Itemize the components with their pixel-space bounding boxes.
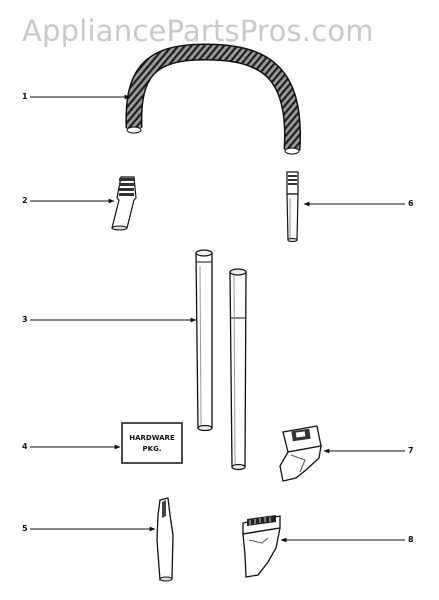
hardware-label-line2: PKG. bbox=[143, 445, 162, 453]
upholstery-nozzle bbox=[279, 425, 322, 482]
hardware-package: HARDWARE PKG. bbox=[121, 422, 183, 464]
callout-8: 8 bbox=[408, 535, 414, 544]
hose-end-left bbox=[111, 176, 137, 231]
hose bbox=[125, 43, 302, 155]
callout-5: 5 bbox=[22, 524, 28, 533]
crevice-tool bbox=[156, 497, 174, 582]
callout-4: 4 bbox=[22, 442, 28, 451]
hose-end-right bbox=[286, 171, 299, 242]
callout-7: 7 bbox=[408, 446, 414, 455]
leader-lines bbox=[30, 94, 405, 543]
callout-3: 3 bbox=[22, 315, 28, 324]
dusting-brush bbox=[242, 515, 281, 578]
callout-1: 1 bbox=[22, 92, 28, 101]
callout-2: 2 bbox=[22, 196, 28, 205]
callout-6: 6 bbox=[408, 199, 414, 208]
extension-wands bbox=[195, 249, 247, 471]
watermark: AppliancePartsPros.com bbox=[22, 14, 374, 48]
hardware-label-line1: HARDWARE bbox=[129, 434, 175, 442]
